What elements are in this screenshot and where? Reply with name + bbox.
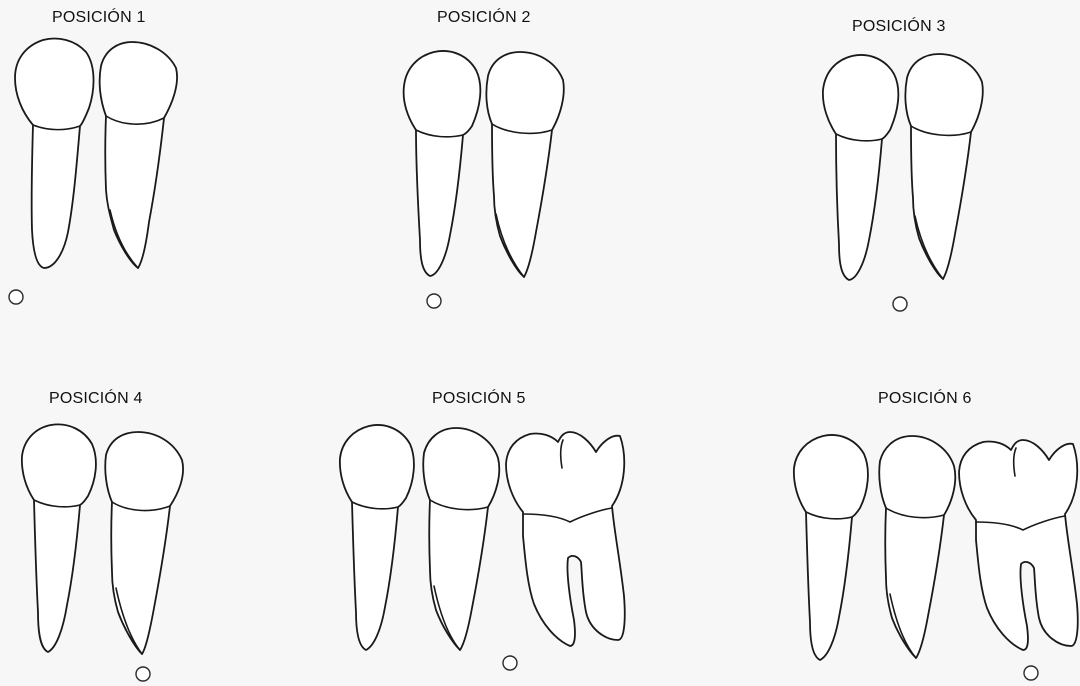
premolar-tooth: [794, 435, 868, 660]
premolar-tooth: [100, 42, 177, 268]
premolar-outline: [22, 424, 96, 652]
premolar-tooth: [905, 54, 982, 279]
premolar-outline: [905, 54, 982, 279]
premolar-tooth: [404, 51, 481, 276]
position-1-marker: [9, 290, 23, 304]
premolar-outline: [340, 425, 414, 650]
molar-tooth: [959, 440, 1078, 650]
position-2-group: [404, 51, 564, 308]
premolar-outline: [404, 51, 481, 276]
premolar-tooth: [423, 428, 499, 650]
premolar-outline: [105, 432, 183, 654]
position-2-marker: [427, 294, 441, 308]
premolar-outline: [879, 436, 955, 658]
position-3-marker: [893, 297, 907, 311]
premolar-outline: [100, 42, 177, 268]
premolar-outline: [423, 428, 499, 650]
position-4-marker: [136, 667, 150, 681]
premolar-tooth: [486, 52, 563, 277]
premolar-tooth: [15, 39, 94, 269]
premolar-tooth: [340, 425, 414, 650]
premolar-outline: [486, 52, 563, 277]
premolar-tooth: [105, 432, 183, 654]
molar-outline: [506, 432, 625, 646]
position-1-group: [9, 39, 177, 305]
position-6-group: [794, 435, 1078, 680]
premolar-tooth: [823, 55, 898, 280]
position-5-group: [340, 425, 625, 670]
premolar-tooth: [22, 424, 96, 652]
position-5-marker: [503, 656, 517, 670]
position-3-group: [823, 54, 983, 311]
position-6-marker: [1024, 666, 1038, 680]
premolar-tooth: [879, 436, 955, 658]
molar-tooth: [506, 432, 625, 646]
premolar-outline: [15, 39, 94, 269]
premolar-outline: [823, 55, 898, 280]
molar-outline: [959, 440, 1078, 650]
premolar-outline: [794, 435, 868, 660]
position-4-group: [22, 424, 183, 681]
